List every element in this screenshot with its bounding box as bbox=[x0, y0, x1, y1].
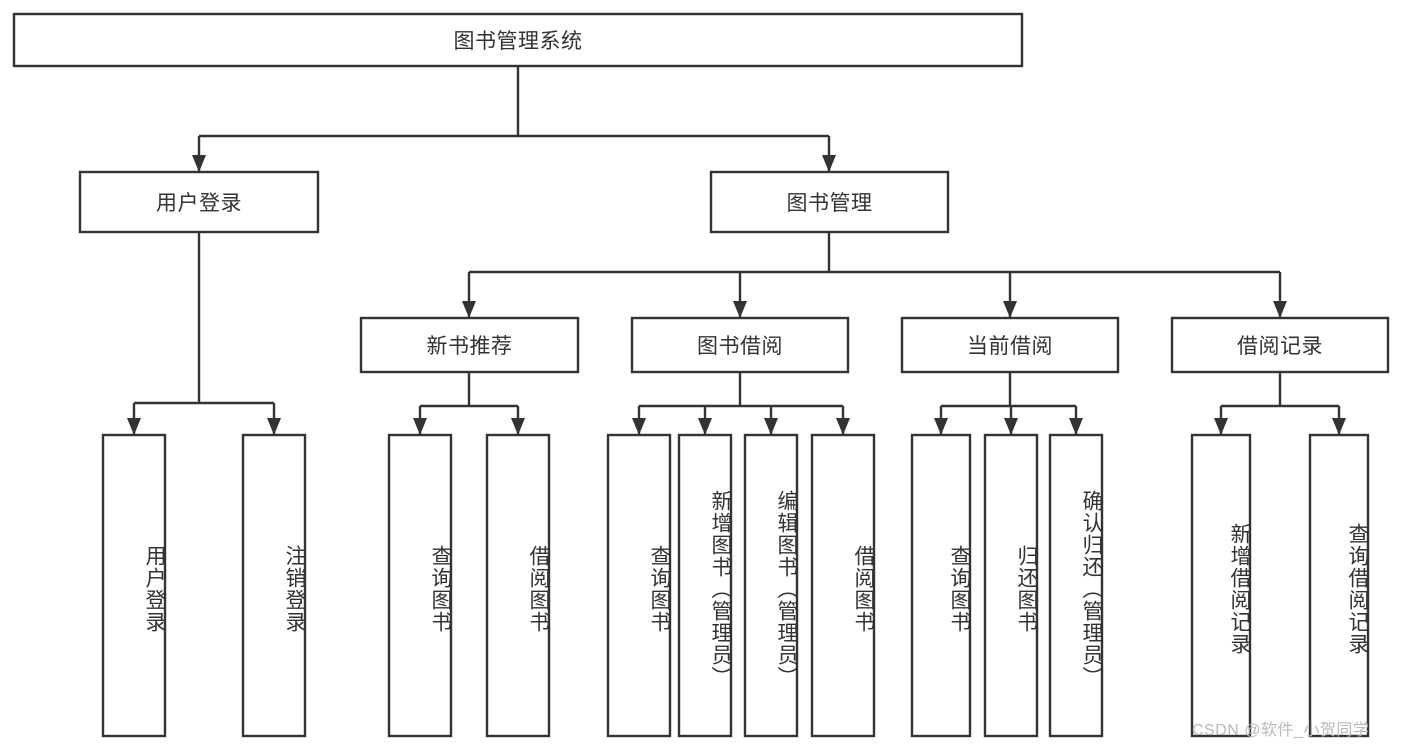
node-box-leaf-return-book[interactable] bbox=[983, 433, 1039, 738]
arrow-icon-current-leaves-2 bbox=[1069, 418, 1083, 435]
arrow-icon-current-leaves-1 bbox=[1004, 418, 1018, 435]
arrow-icon-bookmanage-level3-0 bbox=[462, 301, 476, 318]
node-box-leaf-query-book-borrow[interactable] bbox=[606, 433, 672, 738]
arrow-icon-record-leaves-0 bbox=[1214, 418, 1228, 435]
arrow-icon-recommend-leaves-1 bbox=[511, 418, 525, 435]
node-box-leaf-logout[interactable] bbox=[241, 433, 307, 738]
node-box-leaf-add-book[interactable] bbox=[677, 433, 733, 738]
node-box-book-manage[interactable] bbox=[709, 170, 950, 234]
node-box-leaf-user-login[interactable] bbox=[101, 433, 167, 738]
node-box-layer bbox=[12, 12, 1390, 738]
arrow-icon-bookmanage-level3-1 bbox=[733, 301, 747, 318]
node-box-book-borrow[interactable] bbox=[630, 316, 850, 374]
arrow-icon-root-level2-1 bbox=[822, 155, 836, 172]
arrow-icon-record-leaves-1 bbox=[1332, 418, 1346, 435]
arrow-icon-borrow-leaves-2 bbox=[764, 418, 778, 435]
arrow-icon-userlogin-leaves-0 bbox=[127, 418, 141, 435]
node-box-leaf-confirm-return[interactable] bbox=[1048, 433, 1104, 738]
arrow-icon-borrow-leaves-0 bbox=[632, 418, 646, 435]
node-box-borrow-record[interactable] bbox=[1170, 316, 1390, 374]
arrow-icon-borrow-leaves-1 bbox=[698, 418, 712, 435]
node-box-leaf-add-borrow-record[interactable] bbox=[1190, 433, 1252, 738]
node-box-new-book-recommend[interactable] bbox=[359, 316, 580, 374]
csdn-watermark: CSDN @软件_小贺同学 bbox=[1192, 722, 1370, 739]
connector-layer bbox=[127, 66, 1346, 435]
node-box-leaf-query-borrow-record[interactable] bbox=[1308, 433, 1370, 738]
arrow-icon-bookmanage-level3-3 bbox=[1273, 301, 1287, 318]
node-box-leaf-query-book-recommend[interactable] bbox=[387, 433, 453, 738]
node-box-current-borrow[interactable] bbox=[900, 316, 1120, 374]
node-box-leaf-query-book-current[interactable] bbox=[910, 433, 972, 738]
arrow-icon-bookmanage-level3-2 bbox=[1003, 301, 1017, 318]
arrow-icon-recommend-leaves-0 bbox=[413, 418, 427, 435]
node-box-leaf-borrow-book-recommend[interactable] bbox=[485, 433, 551, 738]
arrow-icon-borrow-leaves-3 bbox=[836, 418, 850, 435]
arrow-icon-root-level2-0 bbox=[192, 155, 206, 172]
node-box-leaf-edit-book[interactable] bbox=[743, 433, 799, 738]
node-box-user-login[interactable] bbox=[78, 170, 320, 234]
arrow-icon-current-leaves-0 bbox=[934, 418, 948, 435]
arrow-icon-userlogin-leaves-1 bbox=[267, 418, 281, 435]
node-box-leaf-borrow-book[interactable] bbox=[810, 433, 876, 738]
node-box-root[interactable] bbox=[12, 12, 1024, 68]
